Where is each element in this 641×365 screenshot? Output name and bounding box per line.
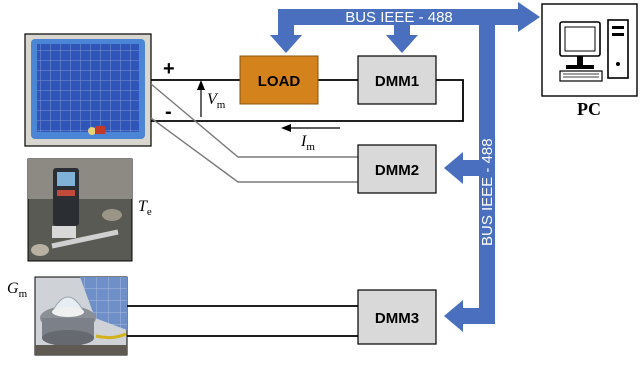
thermometer-photo bbox=[27, 158, 133, 262]
gm-sub: m bbox=[19, 288, 28, 300]
load-box: LOAD bbox=[239, 55, 319, 105]
gm-symbol: Gm bbox=[7, 280, 28, 300]
ieee-bus bbox=[270, 2, 540, 332]
dmm1-label: DMM1 bbox=[375, 73, 419, 90]
dmm2-box: DMM2 bbox=[357, 144, 437, 194]
te-sub: e bbox=[147, 206, 152, 218]
pyranometer-photo bbox=[34, 276, 128, 356]
dmm1-box: DMM1 bbox=[357, 55, 437, 105]
im-arrow bbox=[281, 124, 340, 132]
pc-box bbox=[541, 3, 638, 97]
dmm3-label: DMM3 bbox=[375, 310, 419, 327]
vm-arrow bbox=[197, 80, 205, 117]
plus-terminal: + bbox=[163, 58, 175, 80]
bus-top-label: BUS IEEE - 488 bbox=[345, 9, 453, 26]
pc-label: PC bbox=[577, 99, 601, 119]
te-symbol: Te bbox=[138, 198, 152, 218]
vm-symbol: Vm bbox=[207, 91, 226, 111]
circuit-wires bbox=[127, 79, 464, 337]
voltage-sense-wires bbox=[150, 83, 358, 183]
minus-terminal: - bbox=[165, 101, 172, 123]
dmm3-box: DMM3 bbox=[357, 289, 437, 345]
load-label: LOAD bbox=[258, 73, 301, 90]
wire-dmm1-return bbox=[151, 79, 464, 122]
computer-icon bbox=[559, 19, 629, 82]
pv-module-photo bbox=[24, 33, 152, 147]
bus-vertical-label: BUS IEEE - 488 bbox=[479, 138, 496, 246]
im-symbol: Im bbox=[300, 133, 315, 153]
vm-sub: m bbox=[217, 99, 226, 111]
im-main: I bbox=[300, 133, 307, 150]
im-sub: m bbox=[306, 141, 315, 153]
vm-main: V bbox=[207, 91, 219, 108]
te-main: T bbox=[138, 198, 148, 215]
gm-main: G bbox=[7, 280, 19, 297]
dmm2-label: DMM2 bbox=[375, 162, 419, 179]
